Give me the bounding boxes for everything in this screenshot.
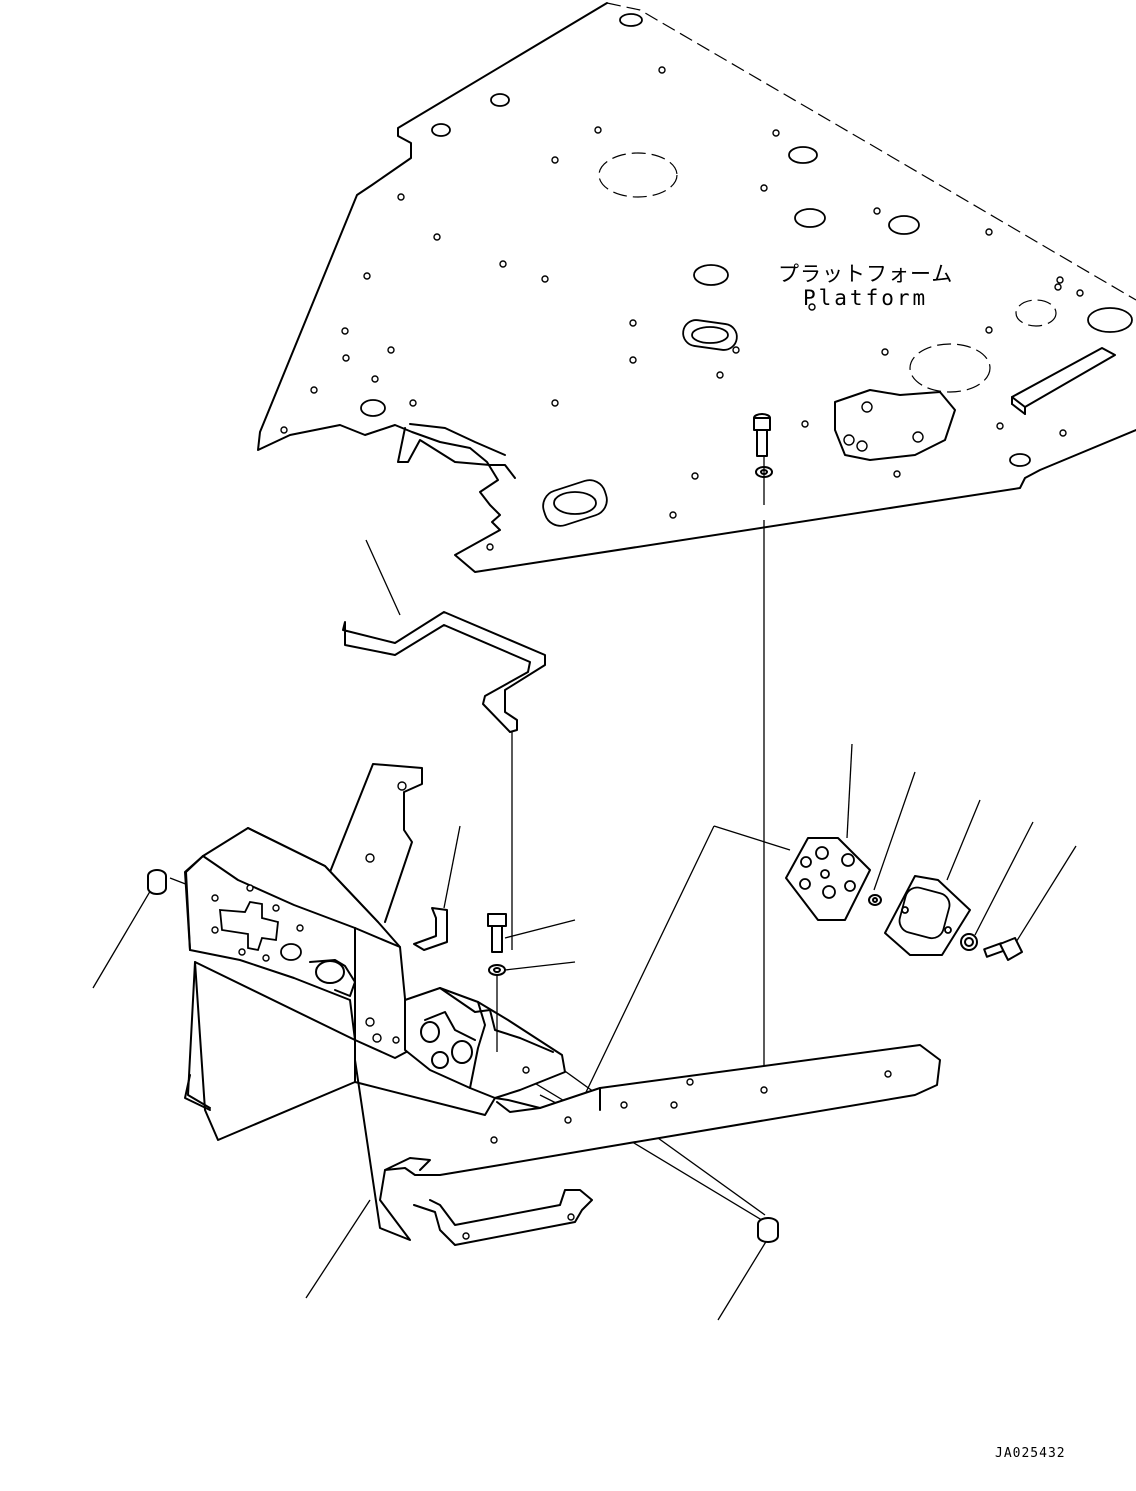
floor-rail <box>354 1044 941 1246</box>
mount-bolt <box>487 913 507 1052</box>
hex-bolt <box>983 937 1023 961</box>
small-washer <box>868 894 882 906</box>
mount-bracket <box>365 987 566 1099</box>
platform-label-en: Platform <box>803 286 929 310</box>
console-box <box>184 763 423 1141</box>
platform-plate <box>257 2 1136 573</box>
cover-plate <box>785 837 871 921</box>
bent-clip <box>413 907 448 951</box>
end-cap-left <box>147 869 167 895</box>
platform-bolt <box>753 413 773 505</box>
wire-rod <box>342 611 546 950</box>
drawing-id: JA025432 <box>995 1446 1066 1461</box>
platform-label-jp: プラットフォーム <box>778 262 954 286</box>
end-cap-right <box>757 1217 779 1243</box>
platform-bolt-holes <box>280 66 1084 551</box>
flat-washer <box>960 933 978 951</box>
gasket-frame <box>884 875 971 956</box>
